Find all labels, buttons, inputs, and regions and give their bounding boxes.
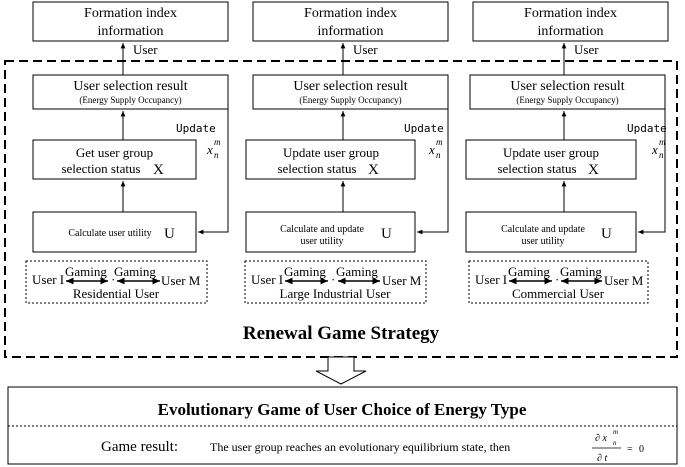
game-dots: · [555,272,559,287]
game-right-user: User M [161,273,201,288]
game-dots: · [331,272,335,287]
game-label-2: Gaming [336,264,378,279]
status-symbol: X [153,162,164,178]
selection-line1: User selection result [510,79,624,94]
status-symbol: X [368,162,379,178]
top-title-line2: information [97,24,163,39]
status-line2: selection status [497,161,576,176]
selection-box [32,74,229,110]
top-title-line1: Formation index [524,6,617,21]
utility-symbol: U [601,226,612,242]
game-label-1: Gaming [284,264,326,279]
utility-symbol: U [164,226,175,242]
column-large-industrial: Formation index information User User se… [244,1,449,304]
status-symbol: X [588,162,599,178]
status-line2: selection status [277,161,356,176]
utility-line2: user utility [521,236,564,247]
utility-line1: Calculate user utility [68,228,151,239]
utility-box [32,211,197,253]
gaming-box [244,260,427,304]
update-label: Update [404,122,444,135]
utility-box [465,211,637,253]
status-box [245,139,416,180]
selection-line2: (Energy Supply Occupancy) [299,95,401,105]
status-line1: Update user group [283,145,379,160]
var-sup: m [214,137,221,147]
selection-box [252,74,449,110]
arrow-label: User [133,42,158,57]
formula-denominator: ∂ t [597,453,607,464]
update-loop-arrow [198,92,229,235]
game-label-1: Gaming [508,264,550,279]
game-result-text: The user group reaches an evolutionary e… [210,440,510,454]
formula-subscript: n [613,439,617,447]
arrow-label: User [353,42,378,57]
var-sup: m [436,137,443,147]
utility-symbol: U [381,226,392,242]
gaming-box [25,260,208,304]
update-label: Update [627,122,667,135]
status-box [465,139,637,180]
selection-line1: User selection result [73,79,187,94]
game-group-label: Commercial User [512,286,605,301]
arrow-label: User [574,42,599,57]
var-symbol: x [206,142,213,157]
var-sup: m [659,137,666,147]
strategy-title: Renewal Game Strategy [243,323,440,344]
status-box [32,139,197,180]
game-dots: · [111,272,115,287]
game-label-2: Gaming [560,264,602,279]
formula-superscript: m [613,428,618,436]
game-result-label: Game result: [101,439,178,455]
game-left-user: User I [475,272,507,287]
game-label-2: Gaming [114,264,156,279]
status-line1: Get user group [76,145,153,160]
column-residential: Formation index information User User se… [25,1,229,304]
top-title-line2: information [537,24,603,39]
status-line2: selection status [61,161,140,176]
game-group-label: Large Industrial User [280,286,392,301]
game-right-user: User M [604,273,644,288]
game-right-user: User M [382,273,422,288]
top-title-line2: information [317,24,383,39]
update-loop-arrow [417,92,449,235]
top-box [32,1,229,42]
var-symbol: x [428,142,435,157]
top-title-line1: Formation index [304,6,397,21]
selection-line2: (Energy Supply Occupancy) [516,95,618,105]
utility-line1: Calculate and update [501,224,585,235]
gaming-box [468,260,649,304]
selection-line2: (Energy Supply Occupancy) [79,95,181,105]
var-symbol: x [651,142,658,157]
formula-zero: 0 [639,444,644,455]
top-box [472,1,669,42]
game-left-user: User I [251,272,283,287]
hollow-down-arrow-icon [315,356,367,385]
formula-equals: = [627,444,633,455]
status-line1: Update user group [503,145,599,160]
var-sub: n [659,150,664,160]
var-sub: n [436,150,441,160]
game-label-1: Gaming [65,264,107,279]
game-left-user: User I [32,272,64,287]
utility-box [245,211,416,253]
evolutionary-game-title: Evolutionary Game of User Choice of Ener… [158,400,527,419]
top-title-line1: Formation index [84,6,177,21]
column-commercial: Formation index information User User se… [465,1,669,304]
update-label: Update [176,122,216,135]
game-group-label: Residential User [73,286,160,301]
var-sub: n [214,150,219,160]
top-box [252,1,449,42]
selection-line1: User selection result [293,79,407,94]
utility-line2: user utility [300,236,343,247]
formula-numerator: ∂ x [595,433,607,444]
update-loop-arrow [638,92,666,235]
utility-line1: Calculate and update [280,224,364,235]
